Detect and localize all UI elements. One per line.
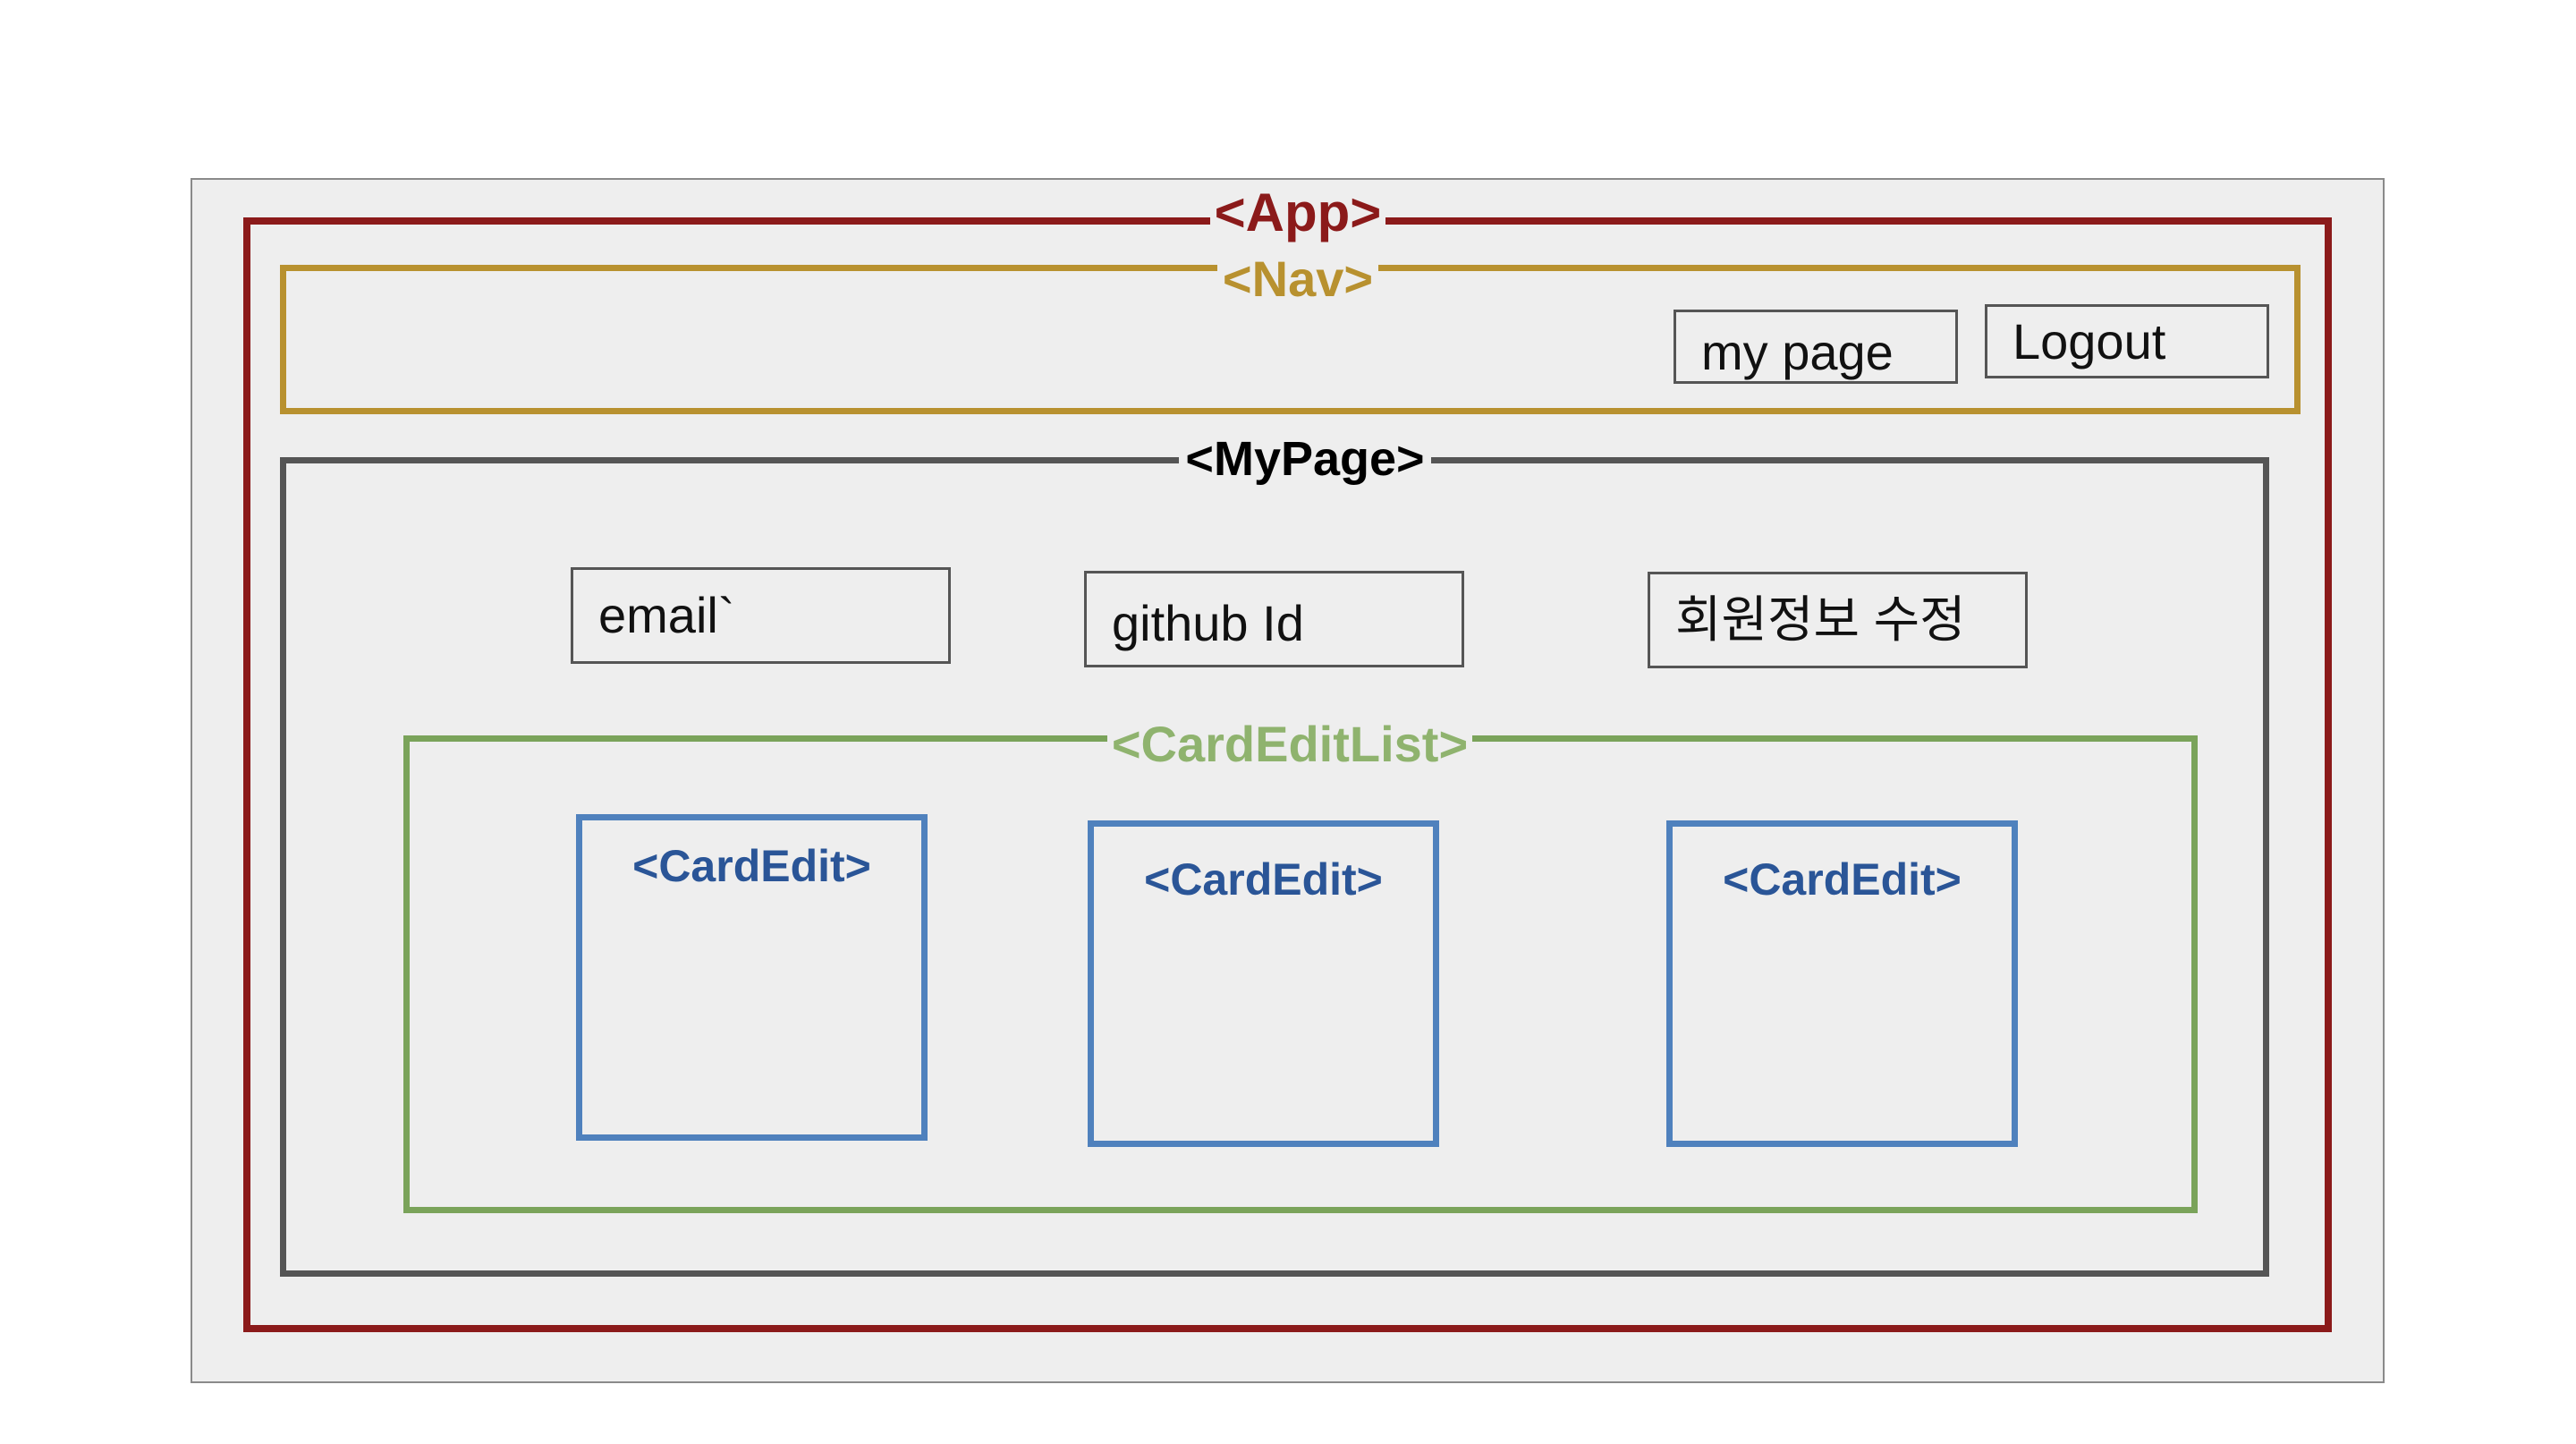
card-edit-frame [1666, 820, 2018, 1147]
card-edit-frame [576, 814, 928, 1141]
card-edit-label: <CardEdit> [1144, 854, 1383, 905]
mypage-label: <MyPage> [1179, 435, 1431, 483]
logout-button[interactable]: Logout [1985, 304, 2269, 378]
email-field: email` [571, 567, 951, 664]
nav-label: <Nav> [1217, 254, 1378, 304]
card-edit-label: <CardEdit> [1723, 854, 1962, 905]
app-label: <App> [1210, 186, 1385, 240]
card-edit-label: <CardEdit> [632, 841, 871, 891]
card-edit-frame [1088, 820, 1439, 1147]
my-page-button[interactable]: my page [1674, 310, 1958, 384]
github-id-field: github Id [1084, 571, 1464, 667]
diagram-canvas [191, 178, 2385, 1383]
edit-profile-button[interactable]: 회원정보 수정 [1648, 572, 2028, 668]
card-edit-list-label: <CardEditList> [1107, 719, 1472, 769]
